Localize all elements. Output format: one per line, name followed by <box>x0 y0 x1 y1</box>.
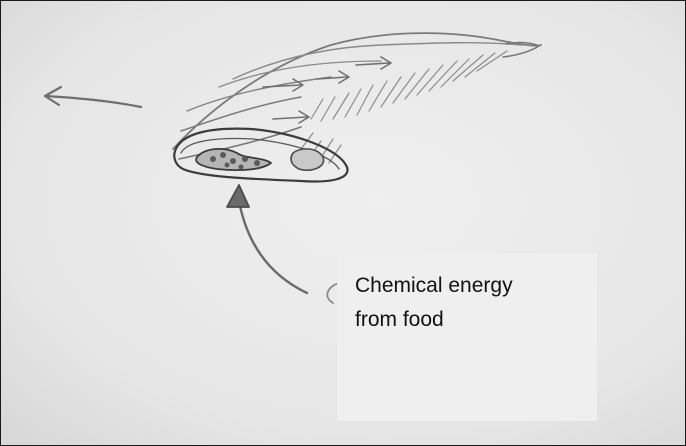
energy-label: Chemical energy from food <box>355 269 585 337</box>
